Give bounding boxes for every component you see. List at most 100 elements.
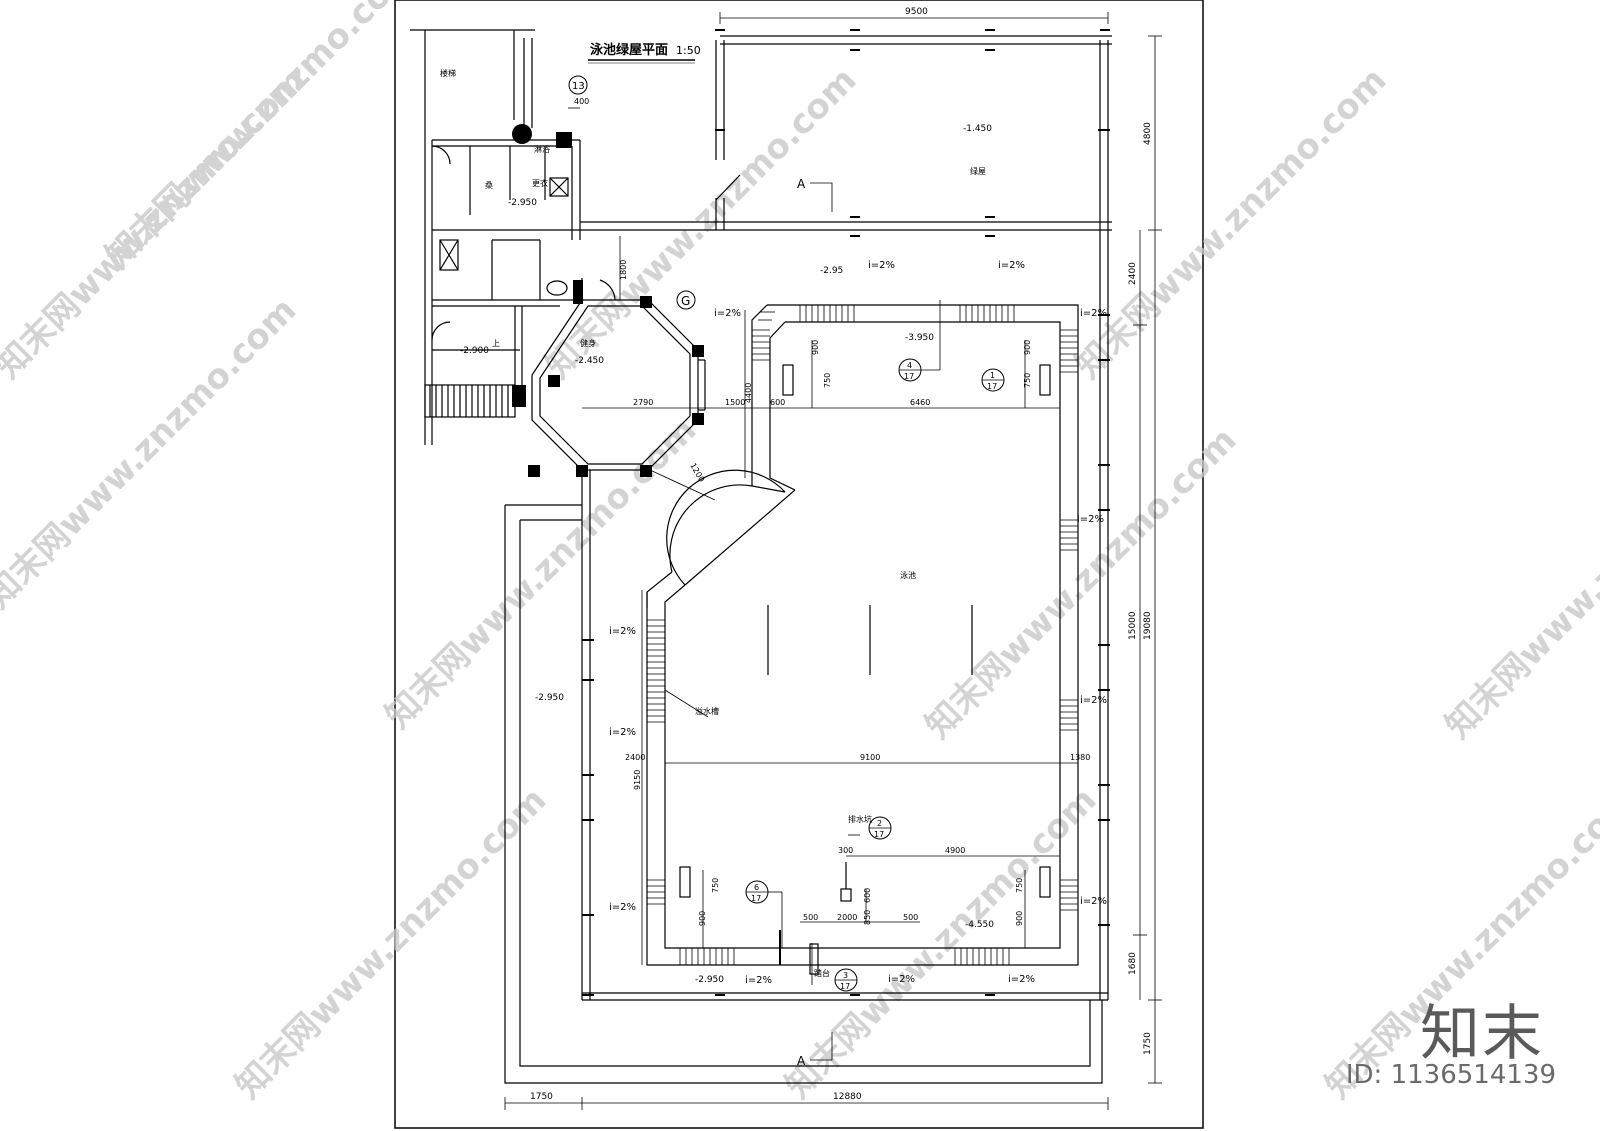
dimension-text: 400 xyxy=(574,97,589,106)
level-mark: -2.950 xyxy=(695,975,724,985)
callout-sheet: 17 xyxy=(751,894,761,903)
dimension-text: 750 xyxy=(1023,373,1032,388)
callout-sheet: 17 xyxy=(840,982,850,991)
watermark-text: 知末网www.znzmo.com xyxy=(98,0,424,276)
axis-label: 13 xyxy=(572,81,585,92)
dimension-text: 1800 xyxy=(619,260,628,280)
room-label: 排水坑 xyxy=(848,814,872,824)
dimension-text: 1750 xyxy=(1143,1032,1153,1055)
dimension-text: 900 xyxy=(1015,911,1024,926)
dimension-text: 9150 xyxy=(633,770,642,790)
level-mark: -2.950 xyxy=(508,198,537,208)
dimension-text: 6460 xyxy=(910,398,930,407)
callout-number: 6 xyxy=(754,883,759,892)
watermark-text: 知末网www.znzmo.com xyxy=(1068,60,1394,386)
room-label: 健身 xyxy=(580,338,596,348)
solid-columns xyxy=(512,124,704,477)
dimension-text: 500 xyxy=(803,913,818,922)
dimension-text: 1500 xyxy=(725,398,745,407)
slope-label: i=2% xyxy=(609,727,636,738)
drawing-scale: 1:50 xyxy=(676,44,701,57)
dimension-text: 2000 xyxy=(837,913,857,922)
slope-label: i=2% xyxy=(1077,514,1104,525)
dimension-text: 750 xyxy=(823,373,832,388)
slope-label: i=2% xyxy=(1080,695,1107,706)
dimension-text: 300 xyxy=(838,846,853,855)
room-label: 淋浴 xyxy=(534,144,550,154)
dimension-text: 12880 xyxy=(833,1092,862,1102)
section-mark: A xyxy=(797,177,806,191)
callout-number: 3 xyxy=(843,971,848,980)
level-mark: -2.450 xyxy=(575,356,604,366)
room-label: 踏台 xyxy=(814,968,830,978)
slope-label: i=2% xyxy=(609,902,636,913)
room-label: 绿屋 xyxy=(970,167,986,176)
slope-label: i=2% xyxy=(745,975,772,986)
dimension-text: 1380 xyxy=(1070,753,1090,762)
dimension-text: 750 xyxy=(1015,878,1024,893)
slope-label: i=2% xyxy=(1080,896,1107,907)
watermark-text: 知末网www.znzmo.com xyxy=(1438,420,1600,746)
dimension-text: 9500 xyxy=(905,7,928,17)
dimension-text: 600 xyxy=(770,398,785,407)
section-mark: A xyxy=(797,1054,806,1068)
dimension-text: 500 xyxy=(903,913,918,922)
axis-label: G xyxy=(681,294,690,308)
service-rooms xyxy=(410,29,616,480)
slope-label: i=2% xyxy=(714,308,741,319)
level-mark: -2.95 xyxy=(820,266,843,276)
sheet-border xyxy=(394,0,1204,1129)
watermark-text: 知末网www.znzmo.com xyxy=(378,410,704,736)
greenhouse-frame xyxy=(580,35,1112,231)
watermark-layer: 知末网www.znzmo.com 知末网www.znzmo.com 知末网www… xyxy=(0,0,1600,1106)
dimension-text: 850 xyxy=(863,910,872,925)
dimension-text: 4800 xyxy=(1143,122,1153,145)
dimension-text: 1200 xyxy=(688,462,706,484)
slope-label: i=2% xyxy=(1008,974,1035,985)
grid-bubbles xyxy=(568,75,1005,992)
dimension-lines xyxy=(504,12,1162,1110)
dimension-text: 2400 xyxy=(625,753,645,762)
room-label: 楼梯 xyxy=(440,68,456,78)
dimension-text: 900 xyxy=(811,340,820,355)
callout-sheet: 17 xyxy=(904,372,914,381)
callout-number: 2 xyxy=(877,819,882,828)
dimension-text: 1750 xyxy=(530,1092,553,1102)
room-label: 溢水槽 xyxy=(695,706,719,716)
watermark-id: ID: 1136514139 xyxy=(1345,1060,1556,1090)
callout-sheet: 17 xyxy=(874,830,884,839)
level-mark: -1.450 xyxy=(963,124,992,134)
dimension-text: 4900 xyxy=(945,846,965,855)
drawing-text: 泳池绿屋平面 1:50 13 G A A 楼梯 淋浴 桑 更衣 健身 上 绿屋 … xyxy=(440,7,1153,1102)
slope-label: i=2% xyxy=(1080,308,1107,319)
dimension-text: 9100 xyxy=(860,753,880,762)
drawing-title: 泳池绿屋平面 xyxy=(590,42,668,58)
level-mark: -2.950 xyxy=(535,693,564,703)
room-label: 更衣 xyxy=(532,178,548,188)
pool-hall-walls xyxy=(504,230,1109,1084)
slope-label: i=2% xyxy=(868,260,895,271)
dimension-text: 2790 xyxy=(633,398,653,407)
callout-number: 1 xyxy=(990,371,995,380)
dimension-text: 900 xyxy=(698,911,707,926)
room-label: 桑 xyxy=(485,180,493,190)
dimension-text: 19080 xyxy=(1143,611,1153,640)
level-mark: -4.550 xyxy=(965,920,994,930)
dimension-text: 750 xyxy=(711,878,720,893)
room-label: 泳池 xyxy=(900,570,916,580)
dimension-text: 2400 xyxy=(1128,262,1138,285)
slope-label: i=2% xyxy=(888,974,915,985)
dimension-text: 1680 xyxy=(1128,952,1138,975)
slope-label: i=2% xyxy=(609,626,636,637)
dimension-text: 4400 xyxy=(744,383,753,403)
dimension-text: 900 xyxy=(1023,340,1032,355)
watermark-text: 知末网www.znzmo.com xyxy=(778,780,1104,1106)
level-mark: -2.900 xyxy=(460,346,489,356)
watermark-text: 知末网www.znzmo.com xyxy=(538,60,864,386)
dimension-text: 600 xyxy=(863,888,872,903)
callout-sheet: 17 xyxy=(987,382,997,391)
callout-number: 4 xyxy=(907,361,912,370)
room-label: 上 xyxy=(492,339,500,348)
pool-outline xyxy=(646,304,1079,975)
